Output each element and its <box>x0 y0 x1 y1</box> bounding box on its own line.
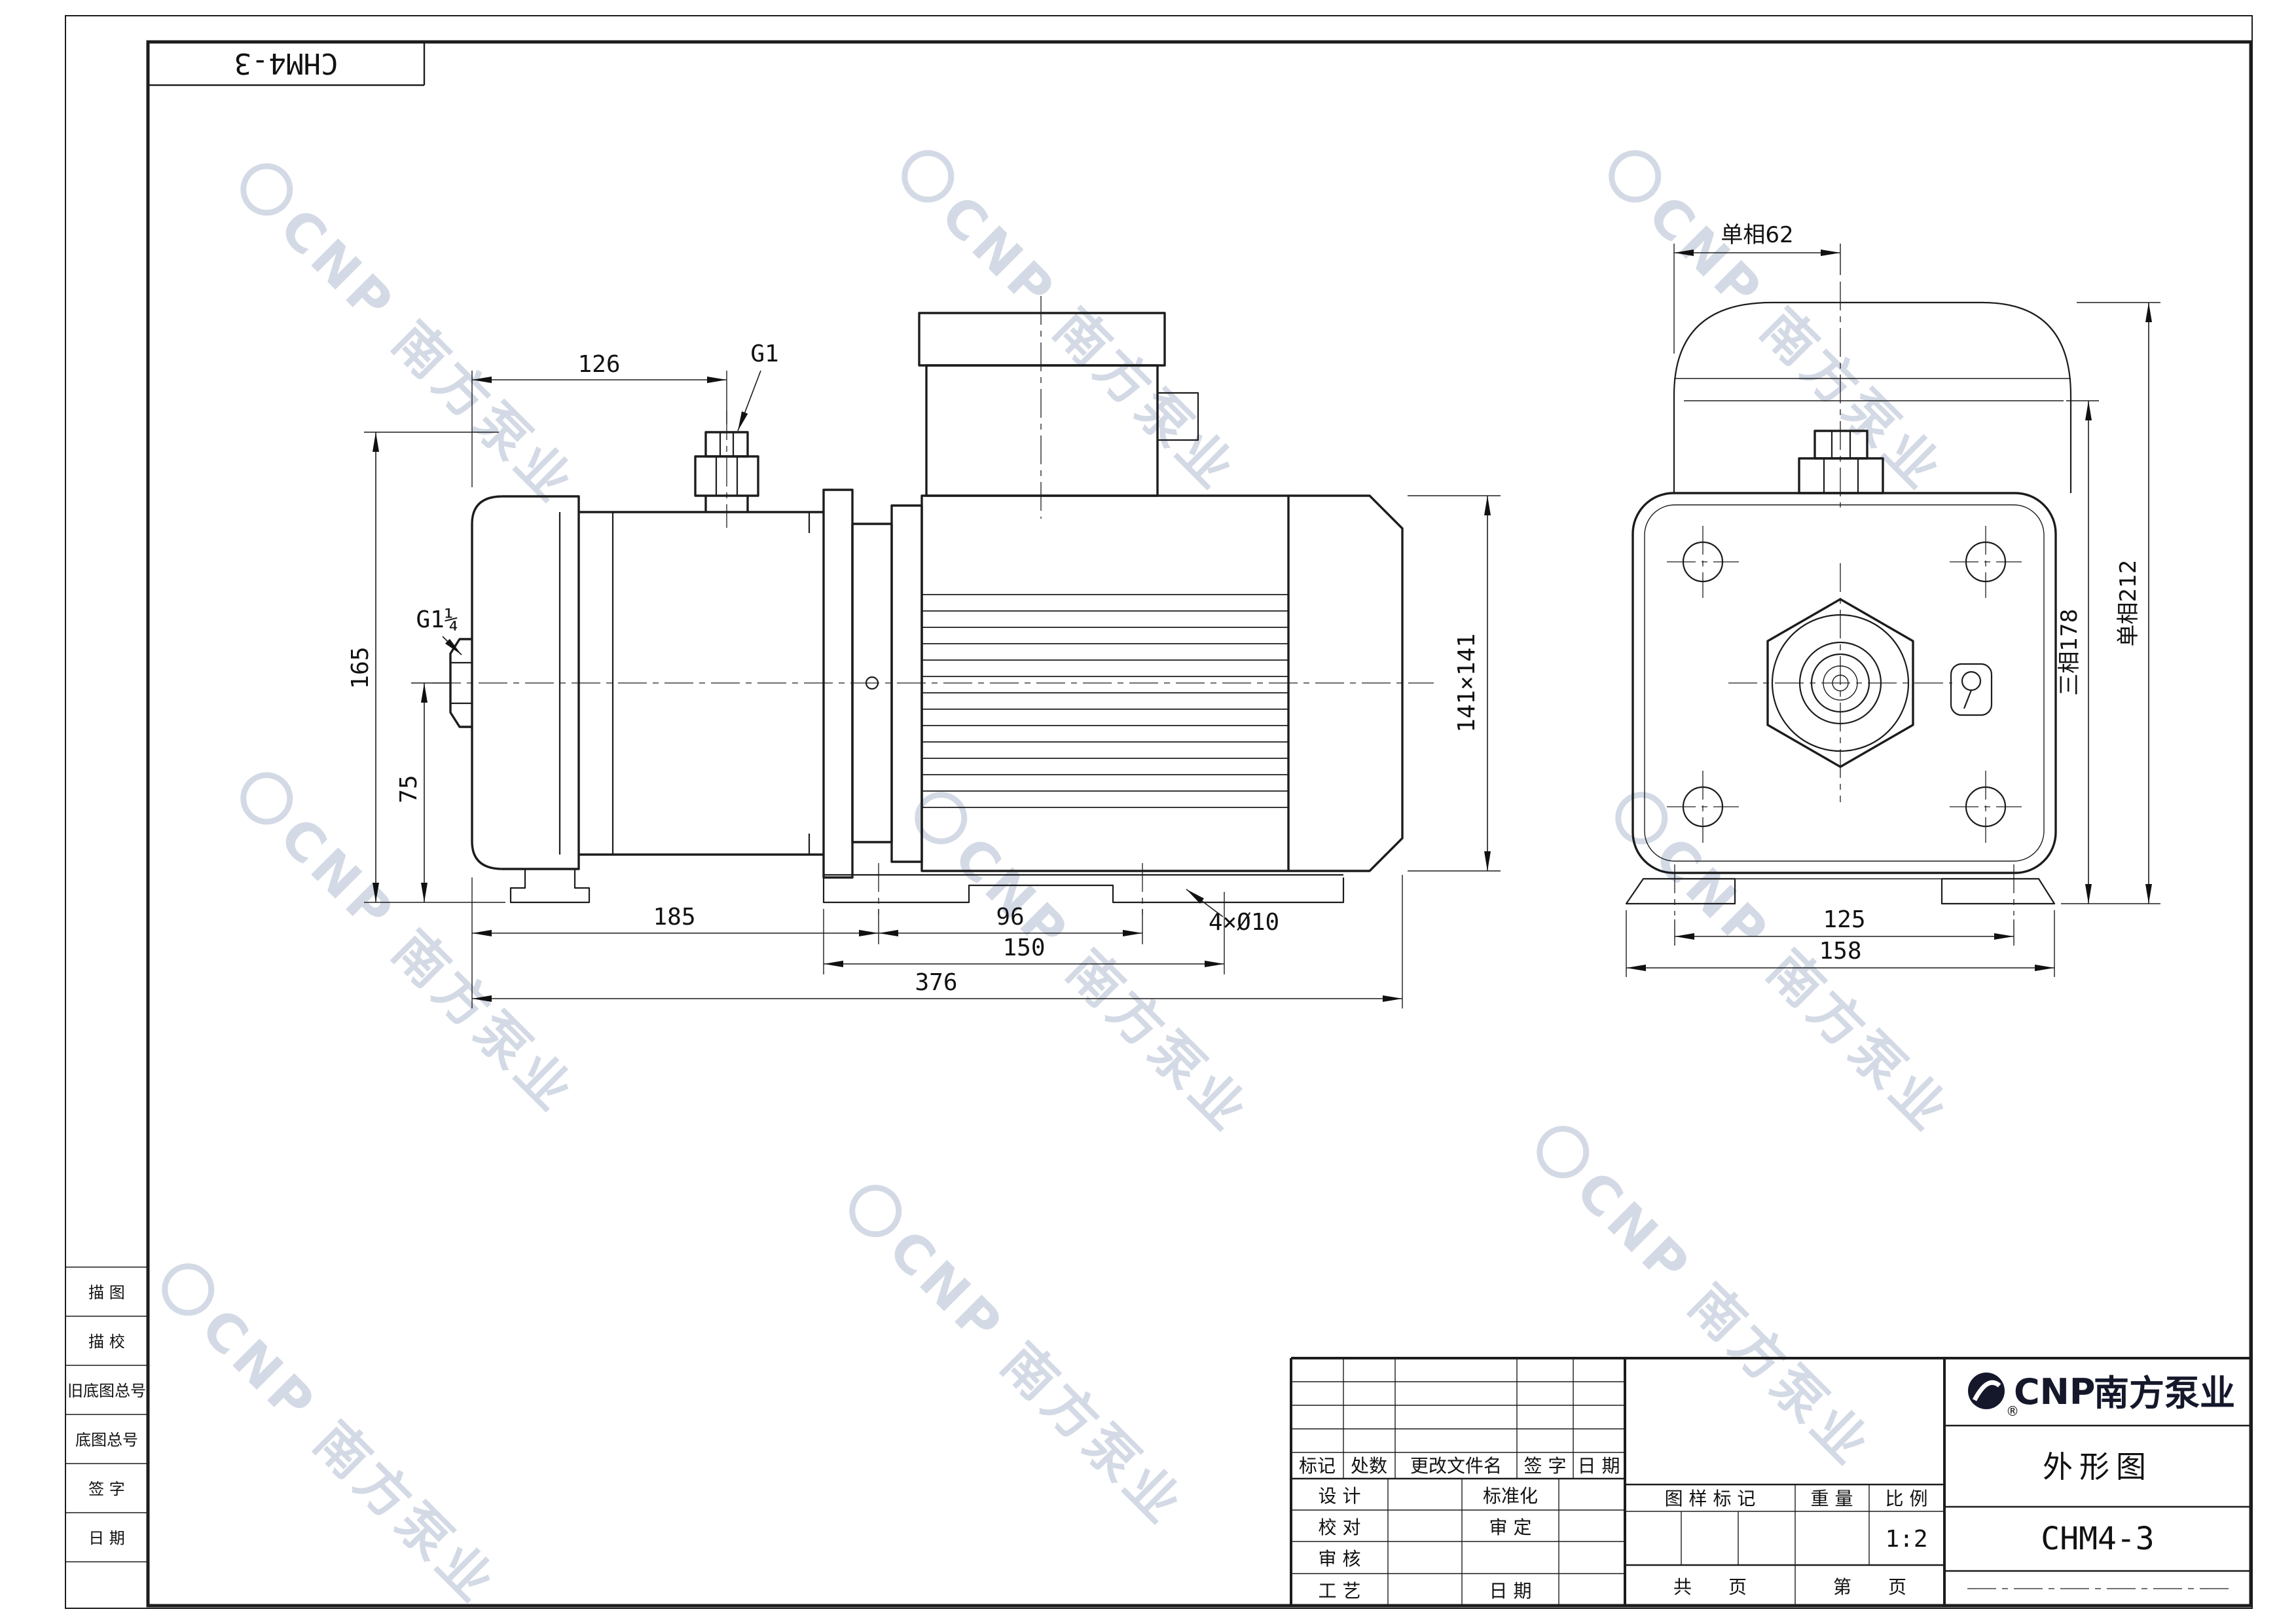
sig-date-label: 日 期 <box>1489 1580 1532 1602</box>
left-row-check: 描 校 <box>88 1333 125 1351</box>
title-block: 标记 处数 更改文件名 签 字 日 期 设 计 校 对 审 核 工 艺 标准化 … <box>1290 1357 2251 1606</box>
left-column-table: 描 图 描 校 旧底图总号 底图总号 签 字 日 期 <box>65 1266 148 1562</box>
dim-75-label: 75 <box>395 775 422 803</box>
dim-holes-label: 4×Ø10 <box>1209 909 1279 936</box>
sheet-frame: CHM4-3 <box>65 15 2253 1609</box>
rev-date-header: 日 期 <box>1578 1455 1620 1477</box>
dim-141-label: 141×141 <box>1453 633 1480 733</box>
logo-reg-mark: ® <box>2006 1403 2019 1419</box>
left-row-old-no: 旧底图总号 <box>67 1382 146 1400</box>
dim-150-label: 150 <box>1002 934 1045 961</box>
left-row-date: 日 期 <box>88 1529 125 1547</box>
left-row-sign: 签 字 <box>88 1480 125 1498</box>
mark-header: 图 样 标 记 <box>1665 1488 1756 1509</box>
pages-number: 第 页 <box>1833 1576 1906 1598</box>
rev-mark-header: 标记 <box>1299 1455 1336 1477</box>
pages-total: 共 页 <box>1673 1576 1747 1598</box>
dim-376-label: 376 <box>915 969 957 996</box>
logo-text: CNP <box>2014 1371 2095 1412</box>
sig-process-label: 工 艺 <box>1319 1580 1361 1602</box>
dim-top-label: 单相62 <box>1721 222 1793 248</box>
dim-96-label: 96 <box>996 904 1024 931</box>
dim-right-inner-label: 三相178 <box>2056 609 2083 696</box>
weight-header: 重 量 <box>1811 1488 1853 1509</box>
rev-count-header: 处数 <box>1351 1455 1387 1477</box>
sig-approve-label: 审 定 <box>1489 1517 1532 1538</box>
sig-std-label: 标准化 <box>1483 1485 1538 1507</box>
rev-sign-header: 签 字 <box>1524 1455 1567 1477</box>
dim-right-outer-label: 单相212 <box>2115 560 2141 647</box>
brand-name: 南方泵业 <box>2094 1373 2235 1414</box>
port-g1-label: G1 <box>750 341 778 367</box>
port-g114-label: G1¼ <box>416 606 458 633</box>
sig-design-label: 设 计 <box>1319 1485 1361 1507</box>
left-row-trace: 描 图 <box>88 1283 125 1302</box>
dim-185-label: 185 <box>653 904 695 931</box>
pump-end-view <box>1625 282 2072 915</box>
rev-file-header: 更改文件名 <box>1410 1455 1502 1477</box>
drawing-model-number: CHM4-3 <box>2041 1521 2154 1557</box>
scale-value: 1:2 <box>1885 1526 1927 1553</box>
corner-model-label: CHM4-3 <box>234 46 338 80</box>
dim-158-label: 158 <box>1819 938 1861 965</box>
dim-165-label: 165 <box>347 646 374 689</box>
end-view-dimensions: 单相62 单相212 三相178 125 158 <box>1626 222 2160 977</box>
dim-125-label: 125 <box>1823 906 1865 933</box>
drawing-type-title: 外形图 <box>2043 1449 2153 1485</box>
dim-126-label: 126 <box>577 351 620 378</box>
sig-review-label: 审 核 <box>1319 1548 1361 1570</box>
scale-header: 比 例 <box>1886 1488 1928 1509</box>
pump-side-view <box>432 296 1434 914</box>
left-row-base-no: 底图总号 <box>75 1431 138 1449</box>
sig-check-label: 校 对 <box>1319 1517 1361 1538</box>
cnp-logo-icon <box>1968 1373 2005 1409</box>
side-view-dimensions: 126 G1 165 G1¼ 75 185 96 <box>347 341 1501 1008</box>
